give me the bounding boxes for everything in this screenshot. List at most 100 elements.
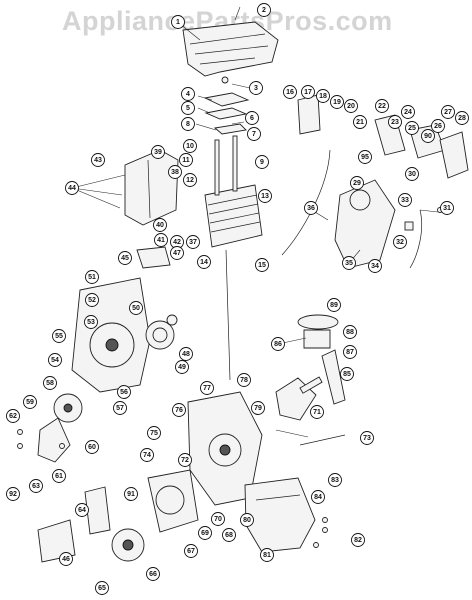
muffler-assembly <box>124 149 179 269</box>
callout-circle <box>146 567 160 581</box>
callout-circle <box>170 246 184 260</box>
callout-circle <box>183 139 197 153</box>
callout-circle <box>153 218 167 232</box>
small-hardware <box>17 76 443 548</box>
callout-circle <box>211 512 225 526</box>
callout-number: 29 <box>353 180 361 187</box>
callout-number: 85 <box>343 371 351 378</box>
callout-circle <box>441 105 455 119</box>
callout-6: 6 <box>245 111 259 125</box>
crankcase-cover <box>244 477 316 553</box>
callout-circle <box>440 201 454 215</box>
callout-75: 75 <box>147 426 161 440</box>
callout-circle <box>183 173 197 187</box>
callout-circle <box>23 395 37 409</box>
callout-74: 74 <box>140 448 154 462</box>
callout-number: 51 <box>88 274 96 281</box>
callout-circle <box>179 153 193 167</box>
crankcase <box>187 391 263 506</box>
callout-number: 30 <box>408 171 416 178</box>
engine-shroud-top <box>182 21 279 77</box>
callout-87: 87 <box>343 345 357 359</box>
callout-circle <box>301 85 315 99</box>
callout-number: 1 <box>176 19 180 26</box>
callout-11: 11 <box>179 153 193 167</box>
flywheel-assembly <box>111 469 199 562</box>
callout-circle <box>6 487 20 501</box>
callout-circle <box>350 176 364 190</box>
callout-circle <box>360 431 374 445</box>
callout-number: 18 <box>319 93 327 100</box>
callout-circle <box>181 87 195 101</box>
callout-number: 83 <box>331 477 339 484</box>
callout-circle <box>85 270 99 284</box>
callout-circle <box>154 233 168 247</box>
callout-1: 1 <box>171 15 185 29</box>
callout-14: 14 <box>197 255 211 269</box>
callout-81: 81 <box>260 548 274 562</box>
callout-number: 32 <box>396 239 404 246</box>
callout-89: 89 <box>327 298 341 312</box>
callout-circle <box>271 337 285 351</box>
callout-7: 7 <box>247 127 261 141</box>
callout-66: 66 <box>146 567 160 581</box>
callout-number: 56 <box>120 389 128 396</box>
callout-58: 58 <box>43 376 57 390</box>
callout-circle <box>84 315 98 329</box>
callout-number: 90 <box>424 133 432 140</box>
callout-number: 28 <box>458 115 466 122</box>
callout-69: 69 <box>198 526 212 540</box>
callout-number: 89 <box>330 302 338 309</box>
callout-circle <box>117 385 131 399</box>
callout-44: 44 <box>65 181 79 195</box>
callout-circle <box>91 153 105 167</box>
callout-circle <box>181 101 195 115</box>
callout-circle <box>245 111 259 125</box>
callout-16: 16 <box>283 85 297 99</box>
callout-circle <box>328 473 342 487</box>
callout-number: 48 <box>182 351 190 358</box>
fuel-tank-housing <box>71 277 151 393</box>
callout-number: 42 <box>173 239 181 246</box>
callout-54: 54 <box>48 353 62 367</box>
callout-circle <box>172 403 186 417</box>
callout-number: 17 <box>304 89 312 96</box>
callout-circle <box>48 353 62 367</box>
callout-number: 11 <box>182 157 190 164</box>
callout-3: 3 <box>249 81 263 95</box>
callout-17: 17 <box>301 85 315 99</box>
callout-18: 18 <box>316 89 330 103</box>
callout-22: 22 <box>375 99 389 113</box>
callout-circle <box>113 401 127 415</box>
callout-95: 95 <box>358 150 372 164</box>
callout-36: 36 <box>304 201 318 215</box>
callout-number: 50 <box>132 305 140 312</box>
callout-number: 53 <box>87 319 95 326</box>
callout-number: 79 <box>254 405 262 412</box>
callout-circle <box>343 345 357 359</box>
callout-70: 70 <box>211 512 225 526</box>
callout-circle <box>85 440 99 454</box>
callout-number: 38 <box>171 169 179 176</box>
callout-number: 6 <box>250 115 254 122</box>
callout-circle <box>255 258 269 272</box>
callout-circle <box>181 117 195 131</box>
callout-73: 73 <box>360 431 374 445</box>
callout-circle <box>368 259 382 273</box>
callout-9: 9 <box>255 155 269 169</box>
callout-circle <box>251 401 265 415</box>
callout-circle <box>6 409 20 423</box>
callout-number: 45 <box>121 255 129 262</box>
callout-27: 27 <box>441 105 455 119</box>
callout-number: 34 <box>371 263 379 270</box>
callout-83: 83 <box>328 473 342 487</box>
callout-circle <box>237 373 251 387</box>
callout-circle <box>95 581 109 595</box>
callout-number: 82 <box>354 537 362 544</box>
callout-circle <box>168 165 182 179</box>
callout-33: 33 <box>398 193 412 207</box>
callout-21: 21 <box>353 115 367 129</box>
callout-number: 24 <box>404 109 412 116</box>
callout-77: 77 <box>200 381 214 395</box>
